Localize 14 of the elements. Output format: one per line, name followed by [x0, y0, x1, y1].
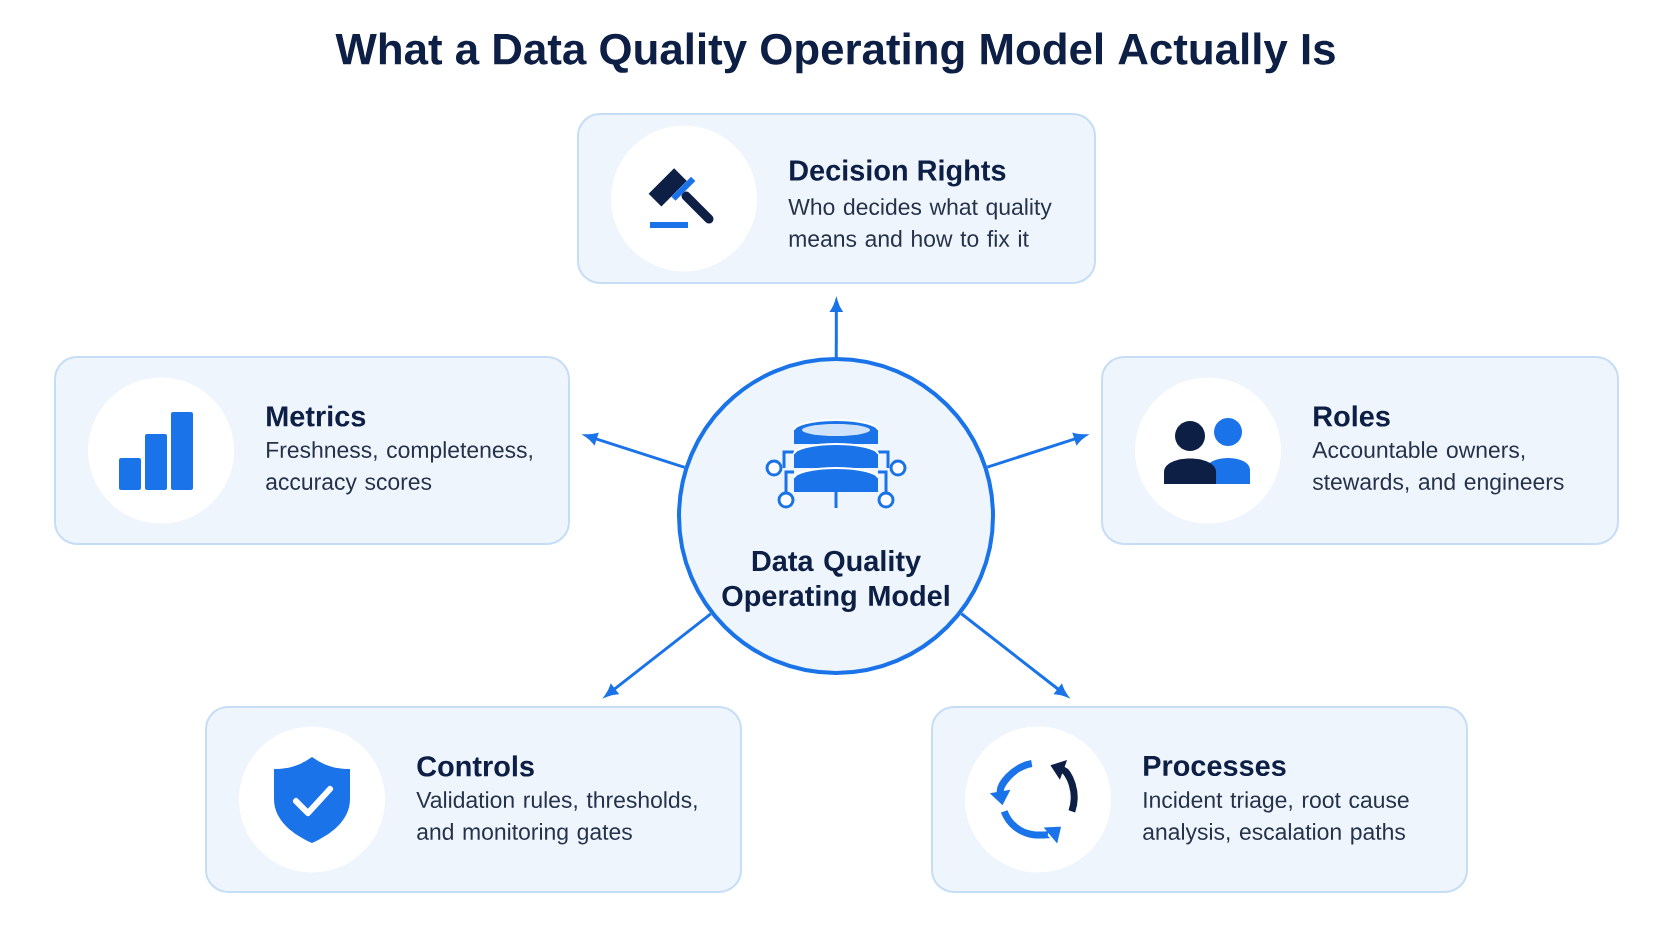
card-heading: Controls — [417, 755, 534, 777]
card-heading: Processes — [1144, 755, 1286, 777]
card-heading: Decision Rights — [790, 159, 1006, 187]
card-description: Validation rules, thresholds, and monitoring gates — [416, 791, 697, 845]
card-heading: Metrics — [267, 405, 366, 427]
card-description: Accountable owners, stewards, and engineers — [1312, 441, 1564, 495]
hub-label: Data Quality Operating Model — [722, 550, 949, 612]
card-description: Freshness, completeness, accuracy scores — [266, 441, 532, 495]
card-description: Incident triage, root cause analysis, escalation paths — [1143, 791, 1409, 845]
title: What a Data Quality Operating Model Actually Is — [335, 32, 1335, 74]
card-description: Who decides what quality means and how to fix it — [788, 198, 1052, 247]
card-heading: Roles — [1314, 405, 1390, 427]
arrow — [960, 612, 1068, 697]
hub-circle — [677, 357, 995, 675]
